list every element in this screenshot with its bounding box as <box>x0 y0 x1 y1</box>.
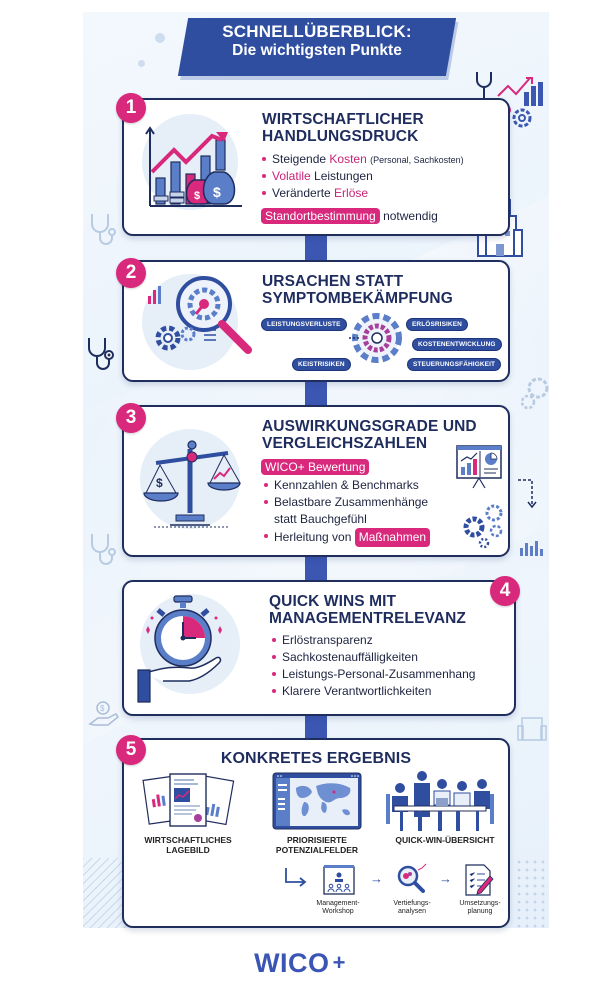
section-5-title: KONKRETES ERGEBNIS <box>220 750 412 767</box>
title-line: SYMPTOMBEKÄMPFUNG <box>262 289 453 307</box>
section-card-5: KONKRETES ERGEBNIS WIRTSCHAFTLICHES LAGE… <box>122 738 510 928</box>
elbow-arrow-icon <box>285 868 307 887</box>
connector-4-5 <box>305 716 327 740</box>
section-badge-1: 1 <box>116 93 146 123</box>
wico-logo: WICO+ <box>0 948 600 979</box>
dashed-arrow-icon <box>518 479 537 509</box>
bullet-item: Steigende Kosten (Personal, Sachkosten) <box>262 151 464 168</box>
section-1-bullets: Steigende Kosten (Personal, Sachkosten) … <box>262 151 464 202</box>
logo-plus: + <box>332 950 346 975</box>
result-label-3: QUICK-WIN-ÜBERSICHT <box>395 835 495 845</box>
tag-steuerungsfaehigkeit: STEUERUNGSFÄHIGKEIT <box>407 358 502 371</box>
hospital-icon <box>517 717 547 741</box>
section-4-bullets: Erlöstransparenz Sachkostenauffälligkeit… <box>272 632 475 700</box>
title-line-2: Die wichtigsten Punkte <box>232 42 402 60</box>
bullet-item: Kennzahlen & Benchmarks <box>264 477 430 494</box>
wico-rating-pill: WICO+ Bewertung <box>261 459 370 475</box>
stethoscope-icon <box>91 214 116 245</box>
step-label-2: Vertiefungs-analysen <box>393 900 431 916</box>
section-1-title: WIRTSCHAFTLICHER HANDLUNGSDRUCK <box>262 111 424 145</box>
step-label-3: Umsetzungs-planung <box>459 900 501 916</box>
connector-3-4 <box>305 556 327 580</box>
section-badge-3: 3 <box>116 403 146 433</box>
growth-chart-money-bags-icon: $ $ <box>145 126 242 207</box>
bullet-item: Leistungs-Personal-Zusammenhang <box>272 666 475 683</box>
result-label-1: WIRTSCHAFTLICHES LAGEBILD <box>144 835 232 855</box>
section-badge-4: 4 <box>490 576 520 606</box>
svg-text:$: $ <box>194 190 200 202</box>
decor-dot <box>138 60 145 67</box>
bullet-item: Herleitung von Maßnahmen <box>264 528 431 548</box>
stethoscope-icon <box>91 534 116 565</box>
section-card-1: $ $ WIRTSCHAFTLICHER HANDLUNGSDRUCK Stei… <box>122 98 510 236</box>
checklist-pen-icon <box>465 864 494 896</box>
section-4-title: QUICK WINS MIT MANAGEMENTRELEVANZ <box>269 593 466 627</box>
bullet-item: Belastbare Zusammenhänge <box>264 494 430 511</box>
section-1-callout: Standortbestimmung notwendig <box>261 208 438 224</box>
title-line: AUSWIRKUNGSGRADE UND <box>262 418 477 435</box>
team-meeting-icon <box>386 771 494 831</box>
stopwatch-hand-icon <box>137 595 222 703</box>
svg-text:$: $ <box>100 704 105 713</box>
world-map-dashboard-icon <box>272 772 362 830</box>
svg-text:$: $ <box>213 184 221 200</box>
tag-keistrisiken: KEISTRISIKEN <box>292 358 351 371</box>
section-card-4: QUICK WINS MIT MANAGEMENTRELEVANZ Erlöst… <box>122 580 516 716</box>
balance-scale-icon: $ <box>143 440 241 528</box>
title-line: MANAGEMENTRELEVANZ <box>269 609 466 627</box>
money-hand-icon: $ <box>88 701 120 726</box>
title-line-1: SCHNELLÜBERBLICK: <box>222 22 412 41</box>
section-2-title: URSACHEN STATT SYMPTOMBEKÄMPFUNG <box>262 273 453 307</box>
bullet-item: Erlöstransparenz <box>272 632 475 649</box>
title-line: VERGLEICHSZAHLEN <box>262 434 428 452</box>
title-line: QUICK WINS MIT <box>269 593 397 610</box>
magnifier-analysis-icon <box>397 863 427 893</box>
bullet-item: Volatile Leistungen <box>262 168 464 185</box>
step-label-1: Management-Workshop <box>316 900 360 916</box>
background-dot-grid <box>515 858 549 928</box>
stethoscope-icon <box>88 338 114 370</box>
report-documents-icon <box>142 773 235 827</box>
magnifier-gear-icon <box>148 276 252 354</box>
tag-leistungsverluste: LEISTUNGSVERLUSTE <box>261 318 347 331</box>
central-gear-icon <box>349 313 402 363</box>
presentation-board-icon <box>323 865 355 895</box>
callout-text: notwendig <box>383 209 438 223</box>
result-label-2: PRIORISIERTE POTENZIALFELDER <box>275 835 359 855</box>
flow-arrow-icon: → <box>370 871 383 886</box>
connector-2-3 <box>305 382 327 406</box>
gears-icon <box>463 504 503 549</box>
section-3-title: AUSWIRKUNGSGRADE UND VERGLEICHSZAHLEN <box>262 418 477 452</box>
title-line: WIRTSCHAFTLICHER <box>262 111 424 128</box>
section-badge-5: 5 <box>116 735 146 765</box>
logo-text: WICO <box>254 948 330 978</box>
presentation-chart-icon <box>456 445 502 489</box>
measures-pill: Maßnahmen <box>354 528 431 548</box>
decor-dot <box>155 33 165 43</box>
page-title: SCHNELLÜBERBLICK: Die wichtigsten Punkte <box>183 22 451 61</box>
tag-kostenentwicklung: KOSTENENTWICKLUNG <box>412 338 502 351</box>
bullet-item: Sachkostenauffälligkeiten <box>272 649 475 666</box>
bullet-item: Klarere Verantwortlichkeiten <box>272 683 475 700</box>
callout-pill: Standortbestimmung <box>261 208 380 224</box>
title-line: HANDLUNGSDRUCK <box>262 127 419 145</box>
title-line: URSACHEN STATT <box>262 273 404 290</box>
bar-chart-icon <box>520 541 543 556</box>
tag-erloesrisiken: ERLÖSRISIKEN <box>406 318 468 331</box>
section-3-bullets: Kennzahlen & Benchmarks Belastbare Zusam… <box>264 477 431 548</box>
section-badge-2: 2 <box>116 258 146 288</box>
gear-icon <box>520 377 549 410</box>
section-card-2: URSACHEN STATT SYMPTOMBEKÄMPFUNG LEISTUN… <box>122 260 510 382</box>
section-card-3: $ AUSWIRKUNGSGRADE UND VERGLEICHSZAHLEN … <box>122 405 510 557</box>
bullet-item: Veränderte Erlöse <box>262 185 464 202</box>
flow-arrow-icon: → <box>439 871 452 886</box>
svg-text:$: $ <box>156 476 163 490</box>
bullet-continuation: statt Bauchgefühl <box>274 512 367 527</box>
connector-1-2 <box>305 236 327 260</box>
